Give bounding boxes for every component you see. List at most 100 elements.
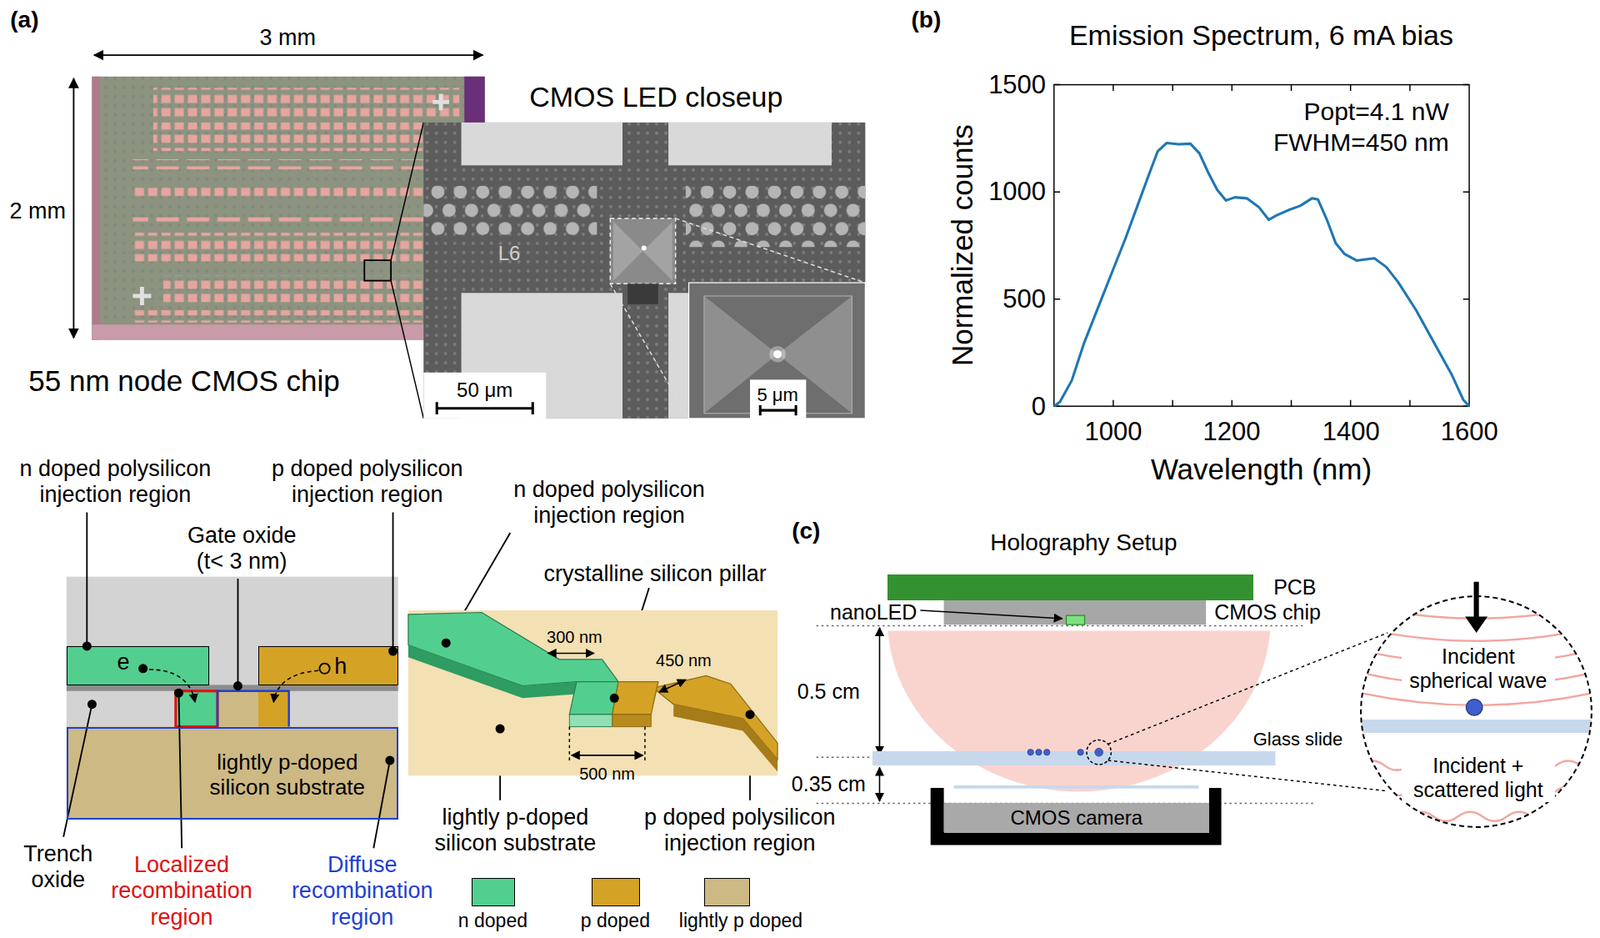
pad-row bbox=[153, 87, 460, 119]
scale-bar bbox=[760, 405, 796, 415]
callout-label: p doped polysilicon injection region bbox=[617, 804, 863, 856]
wavefront bbox=[1346, 601, 1600, 705]
leader-dot bbox=[87, 699, 97, 709]
x-tick-label: 1200 bbox=[1202, 416, 1260, 447]
pad-row bbox=[132, 185, 460, 200]
via-row bbox=[685, 185, 865, 247]
dimension-label: 0.5 cm bbox=[797, 679, 860, 704]
alignment-cross bbox=[132, 286, 151, 305]
alignment-cross bbox=[432, 94, 450, 111]
leader-dot bbox=[388, 646, 398, 656]
leader-dot bbox=[745, 709, 755, 719]
dash-row bbox=[132, 159, 460, 170]
incident-arrowhead bbox=[1465, 615, 1488, 633]
electron bbox=[138, 663, 148, 673]
wave-label: Incident + scattered light bbox=[1401, 753, 1555, 802]
scale-bar-box bbox=[750, 379, 806, 419]
panel-title: 55 nm node CMOS chip bbox=[28, 364, 340, 398]
pad-row bbox=[132, 232, 460, 261]
panel-title: CMOS LED closeup bbox=[529, 80, 783, 114]
n-poly-fill bbox=[66, 645, 210, 685]
leader-dots bbox=[82, 638, 755, 765]
zoom-box bbox=[364, 260, 391, 280]
panel-letter: (c) bbox=[791, 517, 820, 545]
pillar-p-top bbox=[612, 681, 659, 715]
legend-text: lightly p doped bbox=[679, 909, 803, 931]
plot-frame bbox=[1054, 85, 1470, 407]
carrier-path bbox=[273, 670, 319, 702]
callout-label: n doped polysilicon injection region bbox=[486, 476, 732, 529]
wave-label: Incident spherical wave bbox=[1401, 644, 1555, 693]
pillar-light bbox=[217, 690, 259, 727]
dimension-arrow bbox=[94, 54, 483, 56]
dimension-label: 3 mm bbox=[260, 25, 317, 51]
chip-edge bbox=[91, 76, 100, 340]
zoom-line bbox=[675, 218, 866, 283]
dimension-label: 450 nm bbox=[655, 650, 712, 670]
x-tick-label: 1600 bbox=[1440, 416, 1499, 447]
annotation: Popt=4.1 nW bbox=[1303, 97, 1449, 127]
scale-bar-label: 50 μm bbox=[456, 378, 513, 402]
x-tick-label: 1000 bbox=[1084, 416, 1142, 447]
dimension-guide bbox=[569, 726, 645, 764]
legend-swatch bbox=[471, 877, 516, 906]
led-shading bbox=[613, 221, 644, 281]
leader-line bbox=[392, 512, 395, 651]
dimension-arrow bbox=[571, 754, 644, 756]
dimension-arrow bbox=[879, 627, 881, 755]
pad-row bbox=[163, 275, 460, 307]
callout-label: Localized recombination region bbox=[105, 851, 259, 930]
p-poly-region: h bbox=[258, 645, 399, 685]
led-shading bbox=[642, 221, 673, 281]
zoom-circle: Incident spherical waveIncident + scatte… bbox=[1360, 595, 1593, 828]
diffuse-outline bbox=[217, 690, 290, 727]
dimension-label: 500 nm bbox=[579, 764, 635, 784]
pillar-p bbox=[258, 690, 290, 727]
y-tick-label: 500 bbox=[1002, 284, 1046, 315]
zoom-ground bbox=[1360, 595, 1593, 828]
particle bbox=[1035, 749, 1042, 755]
incident-arrow bbox=[1474, 581, 1480, 619]
p-poly-fill bbox=[258, 645, 399, 685]
part-label: Glass slide bbox=[1253, 728, 1344, 750]
substrate-3d bbox=[408, 610, 778, 775]
part-label: CMOS camera bbox=[1010, 805, 1143, 830]
substrate-region: lightly p-doped silicon substrate bbox=[66, 726, 399, 820]
camera-housing bbox=[930, 787, 1222, 845]
pillar-n-top bbox=[569, 681, 619, 715]
region-label: lightly p-doped silicon substrate bbox=[198, 750, 377, 800]
callout-label: Diffuse recombination region bbox=[285, 851, 440, 930]
axis-title: Normalized counts bbox=[945, 124, 980, 366]
callout-label: Gate oxide (t< 3 nm) bbox=[180, 522, 304, 575]
leader-dot bbox=[441, 638, 451, 648]
y-tick-label: 1000 bbox=[988, 176, 1046, 207]
axis-title: Wavelength (nm) bbox=[1150, 452, 1372, 486]
legend-swatch bbox=[591, 877, 640, 906]
substrate-fill bbox=[66, 726, 399, 820]
scale-bar-label: 5 μm bbox=[756, 384, 798, 405]
micrograph bbox=[423, 122, 865, 419]
localized-outline bbox=[175, 690, 218, 727]
particles bbox=[1027, 747, 1104, 756]
via-row bbox=[423, 185, 597, 235]
cmos-camera: CMOS camera bbox=[944, 802, 1210, 833]
hole bbox=[319, 663, 330, 674]
contact bbox=[627, 283, 659, 304]
y-tick-label: 1500 bbox=[988, 70, 1046, 100]
zoom-marker bbox=[1086, 740, 1111, 765]
led-emission bbox=[641, 245, 647, 250]
carrier-label: h bbox=[334, 653, 347, 680]
n-lead-top bbox=[408, 611, 619, 685]
zoom-line bbox=[390, 122, 424, 260]
nanoled bbox=[1066, 615, 1085, 625]
led-emission bbox=[773, 350, 782, 359]
inset-micrograph bbox=[689, 282, 866, 419]
dimension-label: 0.35 cm bbox=[791, 771, 866, 796]
leader-dot bbox=[233, 680, 243, 690]
led-box bbox=[610, 218, 675, 284]
carrier-path bbox=[149, 669, 195, 702]
scale-bar bbox=[436, 401, 533, 415]
leader-dot bbox=[174, 688, 184, 698]
led-outline bbox=[704, 295, 853, 414]
leader-line bbox=[85, 512, 88, 646]
